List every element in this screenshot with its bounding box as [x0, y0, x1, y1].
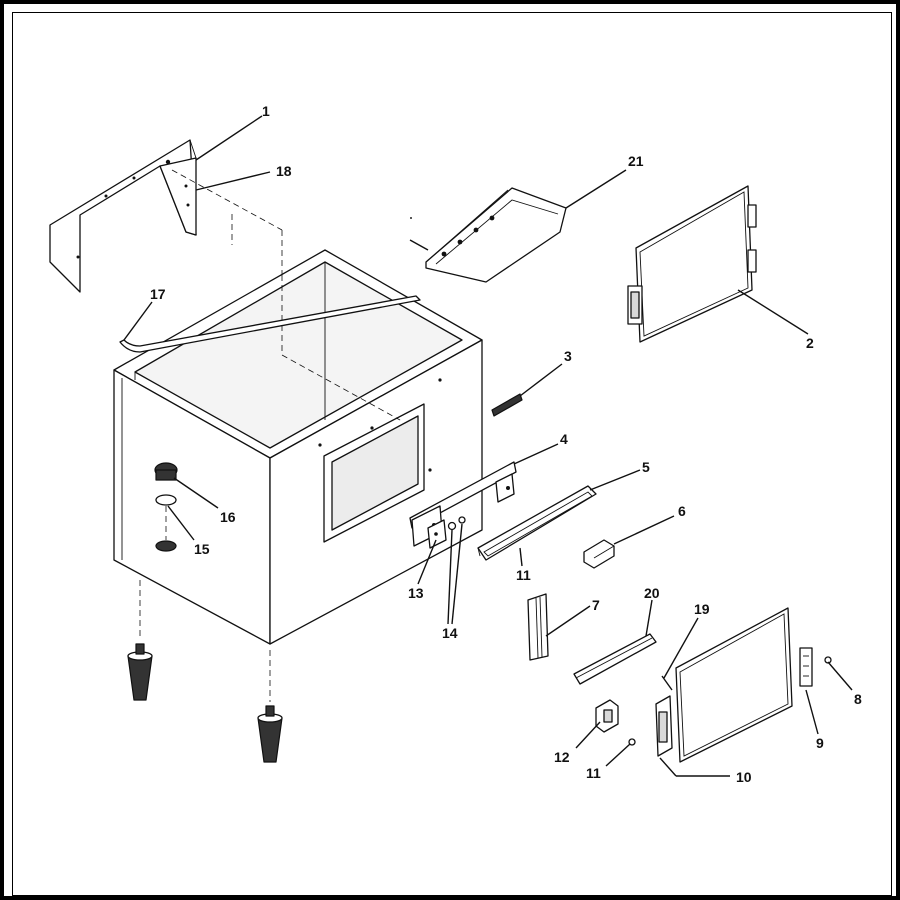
angle-bar: [573, 633, 657, 685]
callout-10: 10: [736, 769, 752, 785]
hinge-hardware: [427, 516, 466, 549]
rail-bracket: [409, 461, 517, 547]
callout-14: 14: [442, 625, 458, 641]
top-bracket: [409, 187, 567, 283]
callout-5: 5: [642, 459, 650, 475]
callout-16: 16: [220, 509, 236, 525]
trim-strip: [119, 295, 421, 353]
door-clip: [595, 699, 636, 746]
callout-6: 6: [678, 503, 686, 519]
callout-9: 9: [816, 735, 824, 751]
callout-18: 18: [276, 163, 292, 179]
latch-block: [583, 539, 615, 569]
rear-top-panel: [49, 139, 283, 293]
callout-15: 15: [194, 541, 210, 557]
spring: [491, 393, 523, 417]
callout-7: 7: [592, 597, 600, 613]
lower-door: [655, 607, 793, 763]
callout-4: 4: [560, 431, 568, 447]
callout-20: 20: [644, 585, 660, 601]
side-hinge: [799, 647, 832, 687]
callout-21: 21: [628, 153, 644, 169]
vertical-channel: [527, 593, 549, 661]
callout-11-lower: 11: [586, 765, 601, 781]
door-channel: [477, 485, 597, 561]
leader-lines: [123, 115, 853, 777]
callout-13: 13: [408, 585, 424, 601]
callout-2: 2: [806, 335, 814, 351]
cabinet: [113, 214, 483, 645]
diagram-inner-border: [12, 12, 892, 896]
callout-1: 1: [262, 103, 270, 119]
callout-3: 3: [564, 348, 572, 364]
upper-door: [627, 185, 757, 343]
callout-labels: 1 18 21 2 17 3 4 5 6 11 13 14 16 15 7 20…: [150, 103, 862, 785]
callout-19: 19: [694, 601, 710, 617]
callout-17: 17: [150, 286, 166, 302]
callout-11-upper: 11: [516, 567, 531, 583]
legs: [127, 580, 283, 763]
callout-12: 12: [554, 749, 570, 765]
knob-assembly: [154, 462, 178, 552]
callout-8: 8: [854, 691, 862, 707]
